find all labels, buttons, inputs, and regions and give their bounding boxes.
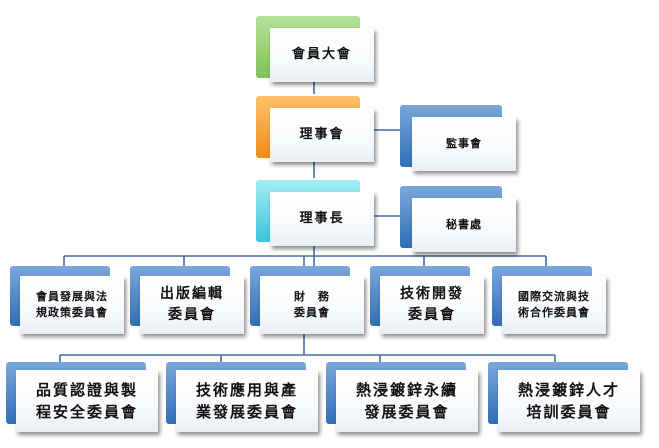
committee-label: 財 務 委員會 [294, 289, 330, 320]
committee-quality-certification: 品質認證與製 程安全委員會 [6, 362, 160, 434]
committee-international: 國際交流與技 術合作委員會 [492, 266, 608, 336]
committee-label: 技術應用與產 業發展委員會 [195, 380, 298, 422]
chairman-label: 理事長 [299, 211, 345, 227]
general-assembly-label: 會員大會 [291, 47, 352, 63]
chairman-box: 理事長 [256, 180, 376, 248]
committee-label: 熱浸鍍鋅人才 培訓委員會 [517, 380, 620, 422]
committee-label: 出版編輯 委員會 [160, 286, 224, 323]
general-assembly-box: 會員大會 [256, 16, 376, 84]
secretariat-label: 秘書處 [446, 217, 482, 231]
supervisors-label: 監事會 [446, 136, 482, 150]
committee-label: 技術開發 委員會 [400, 286, 464, 323]
board-box: 理事會 [256, 96, 376, 164]
committee-label: 國際交流與技 術合作委員會 [518, 289, 590, 320]
committee-member-development: 會員發展與法 規政策委員會 [10, 266, 126, 336]
committee-industry-application: 技術應用與產 業發展委員會 [166, 362, 320, 434]
committee-talent-training: 熱浸鍍鋅人才 培訓委員會 [488, 362, 642, 434]
committee-sustainable-development: 熱浸鍍鋅永續 發展委員會 [326, 362, 480, 434]
committee-publishing: 出版編輯 委員會 [130, 266, 246, 336]
committee-tech-development: 技術開發 委員會 [370, 266, 486, 336]
secretariat-box: 秘書處 [400, 186, 520, 254]
committee-finance: 財 務 委員會 [250, 266, 366, 336]
board-label: 理事會 [299, 127, 345, 143]
committee-label: 品質認證與製 程安全委員會 [35, 380, 138, 422]
committee-label: 會員發展與法 規政策委員會 [36, 289, 108, 320]
supervisors-box: 監事會 [400, 105, 520, 175]
committee-label: 熱浸鍍鋅永續 發展委員會 [355, 380, 458, 422]
